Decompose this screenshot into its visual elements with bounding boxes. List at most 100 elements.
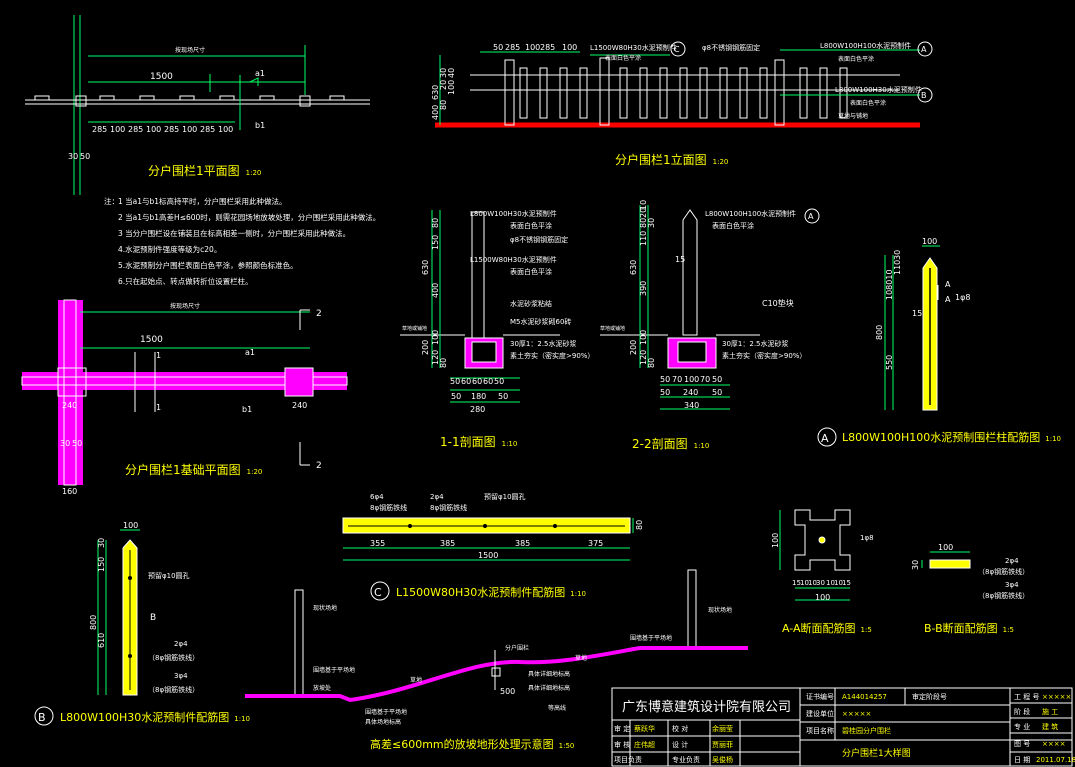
s22-tag-a [804,208,820,224]
s22-ground: 草地或铺地 [600,325,625,332]
plan-dim-1: 285 [92,125,107,134]
notes-item-4: 4.水泥预制件强度等级为c20。 [118,244,221,254]
s11-c3b: 表面白色平涂 [510,267,552,276]
elev-ld4: 20 [439,80,448,90]
slope-l14: 具体场地标高 [365,718,401,726]
posta-bar: 1φ8 [955,293,970,302]
notes-item-6: 6.只在起始点、转点做转折位设置栏柱。 [118,276,253,286]
s22-callouts: L800W100H100水泥预制件 表面白色平涂 C10垫块 30厚1：2.5水… [600,209,806,360]
tb-proj-label: 建设单位 [806,709,834,718]
tb-rt2-l: 专 业 [1014,722,1030,731]
posta-tag [817,427,837,447]
found-mark2a: 2 [316,309,322,319]
s22-b2-1: 50 [660,388,670,397]
tb-company: 广东博意建筑设计院有限公司 [622,699,791,715]
slabc-top1b: 8φ钢筋铁线 [370,503,407,512]
tb-drawing: 分户围栏1大样图 [842,747,911,759]
aa-d1: 15 [792,579,801,587]
tb-audit-label: 审定阶段号 [912,692,947,701]
posta-dims: 800 550 15 108010 110 30 [875,250,922,370]
slope-l5: 草地 [410,676,422,684]
posta-secA2: A [945,295,951,304]
tb-cert-label: 证书编号 [806,692,834,701]
elev-callout4b: 表面白色平涂 [850,99,886,107]
slope-l6: 分户围栏 [505,644,529,652]
s22-d15: 15 [675,255,685,264]
tb-r2-1: 庄伟超 [634,740,655,749]
elev-tag-b-label: B [921,91,927,100]
slope-l9: 围墙基于平场地 [630,634,672,642]
found-mark1a: 1 [156,351,161,360]
elev-title-scale: 1:20 [713,158,729,166]
s11-ld1: 630 [421,260,430,275]
elev-td1: 50 [493,43,503,52]
aa-labels: 1φ8 100 100 15 10 10 30 10 10 15 [771,533,874,602]
slabc-top1: 6φ4 [370,493,384,501]
s22-b1-2: 70 [672,375,682,384]
slabc-span: 1500 [478,551,498,560]
slab-b-view [97,529,140,696]
notes-item-5: 5.水泥预制分户围栏表面白色平涂，参照颜色标准色。 [118,260,298,270]
s11-ld5: 200 [421,340,430,355]
found-50: 50 [72,439,82,448]
s11-callouts: L800W100H30水泥预制件 表面白色平涂 φ8不锈钢钢筋固定 L1500W… [402,209,594,360]
s11-title-scale: 1:10 [502,440,518,448]
s11-b2-3: 50 [498,392,508,401]
posta-title-text: L800W100H100水泥预制围栏柱配筋图 [842,430,1040,444]
s11-ld8: 80 [439,358,448,368]
found-title-scale: 1:20 [247,468,263,476]
slabb-labels: 100 800 610 150 30 预留φ10圆孔 B 2φ4 （8φ钢筋铁线… [89,521,199,694]
s22-ld2: 390 [639,281,648,296]
s22-bottom-dims: 50 70 100 70 50 50 240 50 340 [660,375,722,410]
slabb-title-text: L800W100H30水泥预制件配筋图 [60,710,229,724]
bb-title-text: B-B断面配筋图 [924,621,998,635]
found-span: 1500 [140,335,163,345]
tb-rt3-v: ×××× [1042,740,1065,748]
elev-td2: 285 [505,43,520,52]
elev-callout3: L800W100H100水泥预制件 [820,41,911,50]
found-240a: 240 [62,401,77,410]
s22-b3: 340 [684,401,699,410]
s22-ld1: 630 [629,260,638,275]
s11-ld2: 400 [431,283,440,298]
bb-r1b: （8φ钢筋铁线） [978,567,1029,576]
slabb-r1: 2φ4 [174,640,188,648]
slabc-dim2: 385 [440,539,455,548]
section-aa [779,509,851,601]
aa-d100a: 100 [771,533,780,548]
plan-30: 30 [68,152,78,161]
s11-c3: L1500W80H30水泥预制件 [470,255,557,264]
slope-l11: 具体详细地标高 [528,684,570,692]
s22-ld3: 110 [639,231,648,246]
plan-b1: b1 [255,121,265,130]
found-b1: b1 [242,405,252,414]
elev-callout4: L800W100H30水泥预制件 [835,85,922,94]
tb-r1-2: 校 对 [672,724,688,733]
elev-callout3b: 表面白色平涂 [838,55,874,63]
elev-tag-c [670,41,686,57]
s11-c6: 30厚1：2.5水泥砂浆 [510,339,577,348]
s22-b1-1: 50 [660,375,670,384]
tb-r1-0: 审 定 [614,724,630,733]
s11-c7: 素土夯实（密实度>90%） [510,351,594,360]
posta-dim-3: 15 [912,309,922,318]
elev-ld1: 630 [431,85,440,100]
tb-rt0-v: ××××× [1042,693,1071,701]
aa-d7: 15 [842,579,851,587]
s11-b1-2: 60 [461,377,471,386]
tb-labels: 证书编号 A144014257 审定阶段号 建设单位 ××××× 项目名称 碧桂… [614,692,1075,764]
notes-item-3: 3 当分户围栏设在铺装且在标高相差一侧时，分户围栏采用此种做法。 [118,228,350,238]
slabb-dim4: 30 [97,538,106,548]
s11-ld7: 120 [431,350,440,365]
elev-callout5: 草地与铺地 [838,112,868,120]
tb-name-label: 项目名称 [806,726,834,735]
elev-td3: 100 [525,43,540,52]
posta-title-scale: 1:10 [1045,435,1061,443]
s11-ld4: 80 [431,218,440,228]
found-note: 按现场尺寸 [170,302,200,310]
elev-ld3: 80 [439,100,448,110]
found-mark1b: 1 [156,403,161,412]
elev-callout1: L1500W80H30水泥预制件 [590,43,677,52]
